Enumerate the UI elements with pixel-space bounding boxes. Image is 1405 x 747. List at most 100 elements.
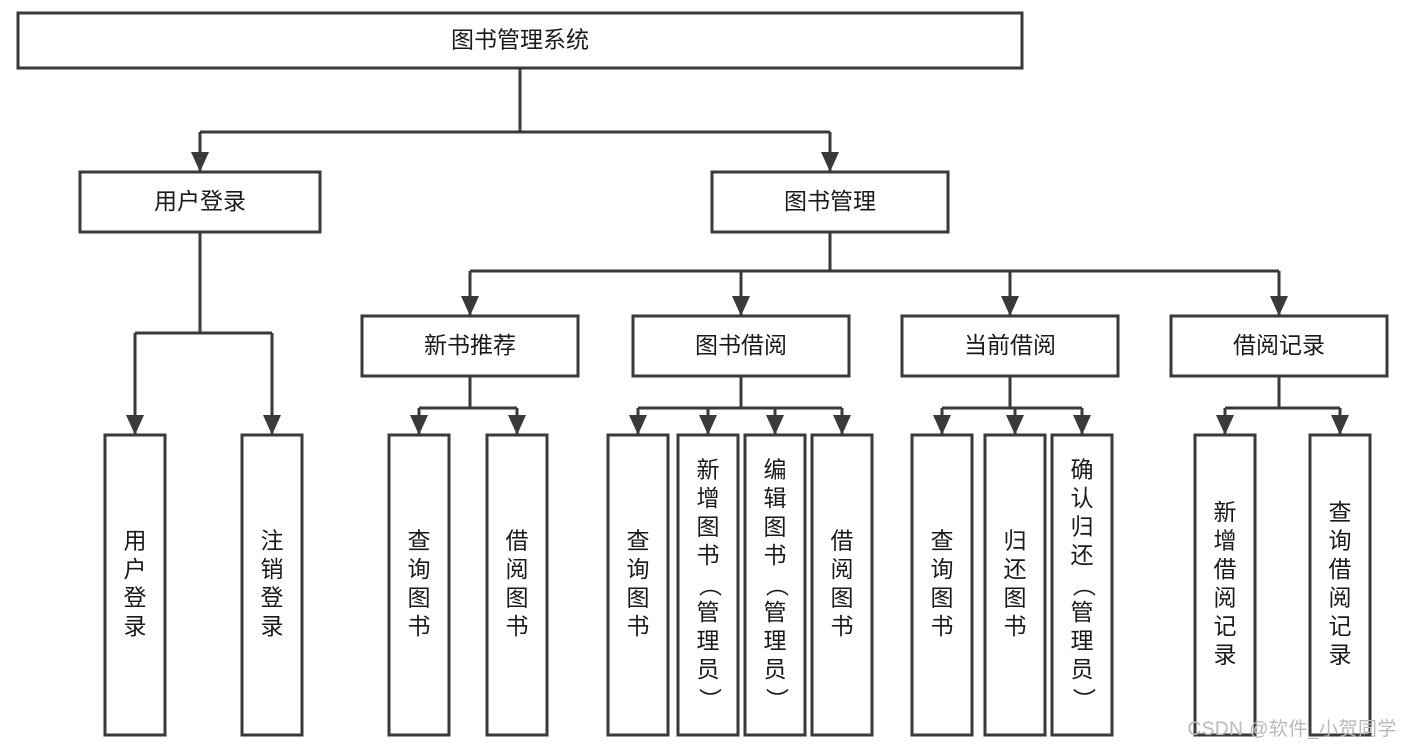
node-leaf-query-book-3-label-char: 询: [931, 556, 954, 582]
node-leaf-borrow-book-1-rect[interactable]: [485, 433, 549, 737]
node-book-management-rect[interactable]: [710, 170, 950, 234]
node-leaf-borrow-book-1-label-char: 书: [506, 613, 529, 639]
node-leaf-user-logout-rect[interactable]: [240, 433, 304, 737]
node-leaf-borrow-book-1-label-char: 借: [506, 527, 529, 553]
node-leaf-add-record-label-char: 录: [1214, 641, 1237, 667]
arrow-head-icon: [1073, 415, 1091, 435]
node-leaf-return-book-label-char: 归: [1004, 527, 1027, 553]
node-user-login-rect[interactable]: [78, 170, 322, 234]
node-leaf-query-book-3-label-char: 查: [931, 527, 954, 553]
node-leaf-confirm-return-label-char: 确: [1071, 456, 1094, 482]
node-leaf-query-record-label-char: 记: [1329, 613, 1352, 639]
arrow-head-icon: [833, 415, 851, 435]
node-leaf-add-book-label-char: 增: [697, 485, 720, 511]
node-borrow-record[interactable]: 借阅记录: [1169, 314, 1389, 378]
node-leaf-add-record-rect[interactable]: [1193, 433, 1257, 737]
node-leaf-query-book-3-rect[interactable]: [910, 433, 974, 737]
arrow-head-icon: [699, 415, 717, 435]
node-leaf-add-record-label-char: 借: [1214, 556, 1237, 582]
node-leaf-add-book-label-char: （: [697, 574, 723, 597]
node-leaf-query-record-label-char: 询: [1329, 527, 1352, 553]
node-leaf-return-book-label-char: 图: [1004, 584, 1027, 610]
node-root-label: 图书管理系统: [451, 27, 589, 53]
node-leaf-edit-book-label-char: 编: [764, 456, 787, 482]
node-current-borrow-rect[interactable]: [900, 314, 1120, 378]
node-new-book-recommend[interactable]: 新书推荐: [360, 314, 580, 378]
node-leaf-query-record-label-char: 查: [1329, 499, 1352, 525]
node-leaf-edit-book-rect[interactable]: [743, 433, 807, 737]
arrow-head-icon: [766, 415, 784, 435]
node-leaf-query-book-1-label-char: 图: [408, 584, 431, 610]
arrow-head-icon: [508, 415, 526, 435]
node-leaf-query-book-1-label-char: 查: [408, 527, 431, 553]
node-new-book-recommend-rect[interactable]: [360, 314, 580, 378]
node-leaf-query-book-1-label-char: 询: [408, 556, 431, 582]
node-borrow-record-rect[interactable]: [1169, 314, 1389, 378]
arrow-head-icon: [1006, 415, 1024, 435]
node-leaf-confirm-return-label-char: 认: [1071, 485, 1094, 511]
arrow-head-icon: [1216, 415, 1234, 435]
node-leaf-query-book-2-label-char: 查: [627, 527, 650, 553]
node-leaf-add-book-label-char: 员: [697, 656, 720, 682]
node-leaf-query-record-rect[interactable]: [1308, 433, 1372, 737]
node-leaf-return-book-rect[interactable]: [983, 433, 1047, 737]
node-book-borrow-rect[interactable]: [631, 314, 851, 378]
node-leaf-borrow-book-1-label-char: 阅: [506, 556, 529, 582]
node-leaf-user-login-rect[interactable]: [103, 433, 167, 737]
connectors-layer: [126, 68, 1349, 435]
node-leaf-confirm-return-label-char: （: [1071, 574, 1097, 597]
node-leaf-edit-book-label-char: ）: [764, 688, 790, 711]
nodes-layer: 图书管理系统用户登录图书管理新书推荐图书借阅当前借阅借阅记录用户登录注销登录查询…: [16, 11, 1389, 737]
node-leaf-borrow-book-2-rect[interactable]: [810, 433, 874, 737]
node-leaf-confirm-return-label-char: 员: [1071, 656, 1094, 682]
arrow-head-icon: [1331, 415, 1349, 435]
node-user-login-label: 用户登录: [154, 188, 246, 214]
node-borrow-record-label: 借阅记录: [1233, 332, 1325, 358]
node-root[interactable]: 图书管理系统: [16, 11, 1024, 70]
arrow-head-icon: [461, 296, 479, 316]
node-book-management[interactable]: 图书管理: [710, 170, 950, 234]
node-leaf-query-book-2-rect[interactable]: [606, 433, 670, 737]
node-current-borrow[interactable]: 当前借阅: [900, 314, 1120, 378]
node-leaf-add-book-label-char: ）: [697, 688, 723, 711]
node-leaf-confirm-return-label-char: ）: [1071, 688, 1097, 711]
node-leaf-user-login[interactable]: 用户登录: [103, 433, 167, 737]
node-leaf-confirm-return-rect[interactable]: [1050, 433, 1114, 737]
node-current-borrow-label: 当前借阅: [964, 332, 1056, 358]
arrow-head-icon: [821, 152, 839, 172]
node-user-login[interactable]: 用户登录: [78, 170, 322, 234]
node-leaf-borrow-book-1-label-char: 图: [506, 584, 529, 610]
node-leaf-user-login-label-char: 登: [124, 584, 147, 610]
arrow-head-icon: [126, 415, 144, 435]
node-leaf-query-record-label-char: 阅: [1329, 584, 1352, 610]
node-leaf-borrow-book-2-label-char: 借: [831, 527, 854, 553]
node-leaf-confirm-return-label-char: 管: [1071, 599, 1094, 625]
node-leaf-user-login-label-char: 户: [124, 556, 147, 582]
node-new-book-recommend-label: 新书推荐: [424, 332, 516, 358]
node-leaf-return-book-label-char: 还: [1004, 556, 1027, 582]
node-leaf-query-record-label-char: 借: [1329, 556, 1352, 582]
arrow-head-icon: [933, 415, 951, 435]
node-leaf-add-book-rect[interactable]: [676, 433, 740, 737]
node-book-management-label: 图书管理: [784, 188, 876, 214]
node-leaf-add-book-label-char: 理: [697, 627, 720, 653]
node-book-borrow[interactable]: 图书借阅: [631, 314, 851, 378]
node-leaf-query-book-1-rect[interactable]: [387, 433, 451, 737]
node-leaf-query-book-3-label-char: 书: [931, 613, 954, 639]
node-leaf-add-record-label-char: 记: [1214, 613, 1237, 639]
node-leaf-query-book-1-label-char: 书: [408, 613, 431, 639]
node-root-rect[interactable]: [16, 11, 1024, 70]
